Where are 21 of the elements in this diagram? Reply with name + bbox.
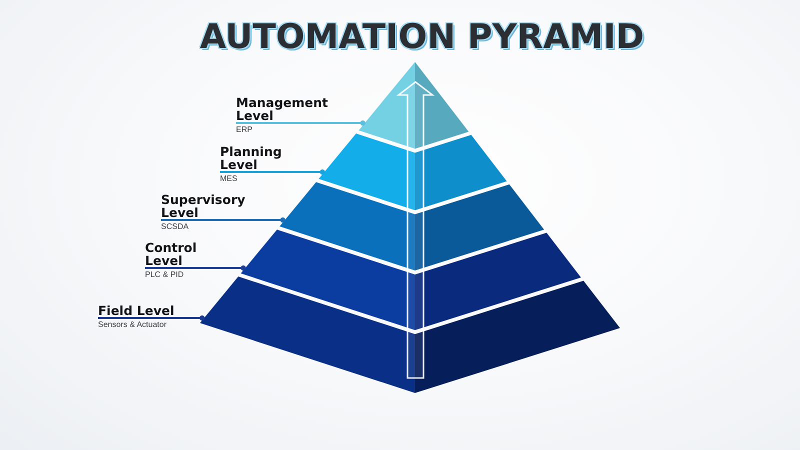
- leader-line: [182, 315, 205, 321]
- level-subtitle: PLC & PID: [145, 270, 184, 279]
- level-title: Field Level: [98, 304, 182, 319]
- pyramid-layer: [200, 276, 620, 393]
- pyramid-layer: [280, 182, 544, 270]
- leader-line: [292, 169, 325, 175]
- diagram-title: AUTOMATION PYRAMID: [200, 18, 644, 56]
- level-subtitle: Sensors & Actuator: [98, 320, 166, 329]
- level-subtitle: MES: [220, 174, 238, 183]
- pyramid-layer: [358, 62, 469, 149]
- level-title: Supervisory Level: [161, 193, 253, 221]
- level-subtitle: SCSDA: [161, 222, 189, 231]
- leader-line: [207, 265, 246, 271]
- leader-line: [253, 217, 286, 223]
- level-title: Control Level: [145, 241, 207, 269]
- pyramid-layer: [318, 134, 507, 210]
- level-title: Management Level: [236, 96, 336, 124]
- level-subtitle: ERP: [236, 125, 252, 134]
- leader-line: [336, 120, 366, 126]
- pyramid-layer: [240, 230, 581, 330]
- level-title: Planning Level: [220, 145, 292, 173]
